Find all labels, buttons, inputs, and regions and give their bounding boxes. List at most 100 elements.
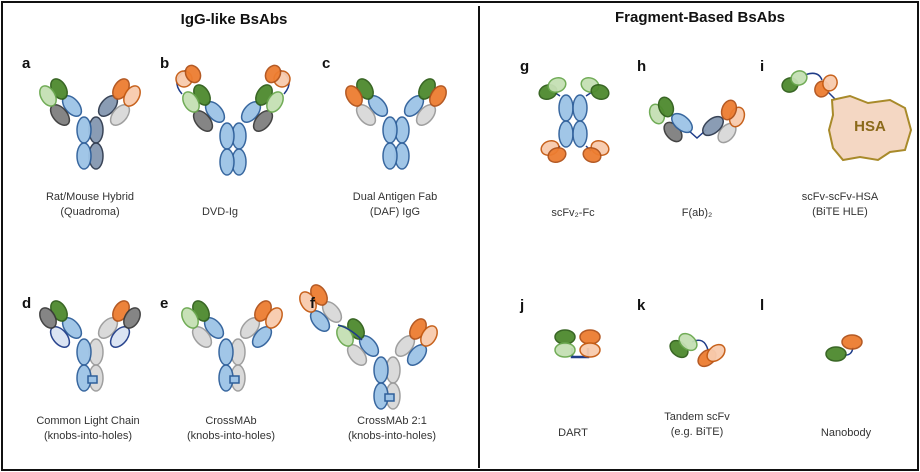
vl-domain [266,91,284,113]
vl-domain [429,85,447,107]
darkgreen-domain [590,83,610,101]
igg-like-title: IgG-like BsAbs [180,11,288,28]
panel-letter-g: g [520,58,530,75]
blue-domain [558,94,574,122]
knob [229,375,240,384]
caption-line: Common Light Chain [36,415,140,427]
linker [337,324,363,341]
quadroma-antibody [39,78,141,170]
caption-line: Dual Antigen Fab [352,191,438,203]
panel-letter-a: a [22,55,31,72]
caption-e: CrossMAb (knobs-into-holes) [187,414,275,444]
vl-domain [182,91,200,113]
vl-domain [123,85,141,107]
caption-line: scFv-scFv-HSA [801,191,879,203]
caption-c: Dual Antigen Fab (DAF) IgG [353,190,437,220]
hsa-label: HSA [854,118,886,135]
caption-line: DVD-Ig [201,206,239,218]
caption-f: CrossMAb 2:1(knobs-into-holes) [348,414,436,444]
blue-domain [558,120,574,148]
caption-line: Rat/Mouse Hybrid [45,191,135,203]
vl-domain [181,307,199,329]
lightorange-domain [579,342,601,358]
lightorange-domain [706,343,726,363]
panel-letter-f: f [310,295,315,312]
fc-domain [76,338,92,366]
blue-domain [572,120,588,148]
orange-domain [720,99,738,121]
knob [384,393,395,402]
scfv2-fc-molecule [538,76,610,164]
panel-letter-b: b [160,55,170,72]
fc-domain [76,116,92,144]
orange-domain [547,146,567,164]
crossmab-antibody [181,300,283,392]
linker [804,72,823,81]
vl-domain [336,325,354,347]
vl-domain [299,291,317,313]
caption-line: CrossMAb 2:1 [357,415,427,427]
orange-domain [579,329,601,345]
caption-b: DVD-Ig [202,205,238,220]
caption-l: Nanobody [821,426,871,441]
fragment-based-title: Fragment-Based BsAbs [614,9,786,26]
lightorange-domain [822,74,838,92]
fc-domain [382,142,398,170]
panel-letter-j: j [520,297,525,314]
vl-domain [420,325,438,347]
lightgreen-domain [678,332,698,352]
caption-g: scFv₂-Fc [551,206,594,221]
daf-igg-antibody [345,78,447,170]
outer-vh-domain [184,64,202,84]
caption-line: (e.g. BiTE) [670,426,724,438]
panel-letter-i: i [760,58,765,75]
knob [87,375,98,384]
vl-domain [39,85,57,107]
caption-line: (knobs-into-holes) [186,430,276,442]
darkgreen-domain [657,96,675,118]
vl-domain [345,85,363,107]
caption-i: scFv-scFv-HSA (BiTE HLE) [802,190,878,220]
caption-line: CrossMAb [205,415,257,427]
common-light-chain-antibody [39,300,141,392]
fc-domain [218,338,234,366]
crossmab-2-1-antibody [299,284,438,410]
fab2-molecule [648,96,746,144]
scfv-scfv-hsa-molecule: HSA [781,70,913,162]
lightgreen-domain [790,70,808,86]
blue-domain [671,112,693,134]
caption-line: scFv₂-Fc [551,207,595,219]
caption-h: F(ab)₂ [682,206,713,221]
caption-line: (knobs-into-holes) [43,430,133,442]
dart-molecule [554,329,601,359]
orange-domain [582,146,602,164]
caption-line: Tandem scFv [664,411,730,423]
outer-vh-domain [264,64,282,84]
panel-letter-k: k [637,297,646,314]
caption-line: (Quadroma) [60,206,120,218]
caption-line: Nanobody [820,427,872,439]
vl-domain [265,307,283,329]
fc-domain [219,122,235,150]
tandem-scfv-molecule [669,332,726,368]
panel-letter-l: l [760,297,765,314]
caption-line: (BiTE HLE) [812,206,868,218]
dvd-ig-antibody [175,64,291,176]
darkgreen-domain [825,346,847,362]
lightgreen-domain [554,342,576,358]
orange-domain [841,334,863,350]
hsa-shape [827,94,913,162]
caption-line: DART [558,427,588,439]
fc-domain [76,142,92,170]
caption-line: (DAF) IgG [369,206,421,218]
fc-domain [219,148,235,176]
caption-j: DART [558,426,588,441]
vl-domain [123,307,141,329]
vl-domain [39,307,57,329]
lightgreen-domain [547,76,567,94]
panel-letter-c: c [322,55,331,72]
caption-a: Rat/Mouse Hybrid (Quadroma) [46,190,134,220]
